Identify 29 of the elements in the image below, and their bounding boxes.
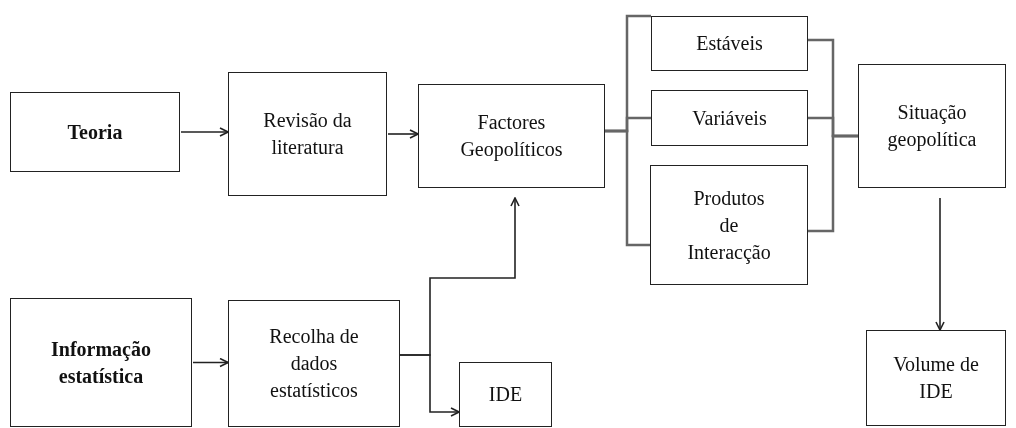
process-box (10, 298, 192, 427)
process-box (651, 16, 808, 71)
process-box (650, 165, 808, 285)
process-box (858, 64, 1006, 188)
box-label: Recolha de dados estatísticos (268, 324, 360, 403)
process-box (418, 84, 605, 188)
box-label: Variáveis (692, 105, 767, 131)
arrow (399, 354, 460, 417)
process-box (228, 72, 387, 196)
box-label: IDE (488, 382, 523, 407)
box-label: Teoria (67, 119, 123, 145)
arrow (387, 129, 419, 139)
box-label: Volume de IDE (892, 352, 980, 404)
box-label: Situação geopolítica (886, 100, 978, 153)
box-label: Revisão da literatura (262, 108, 353, 160)
process-box (459, 362, 552, 427)
arrow (192, 357, 229, 368)
process-box (651, 90, 808, 146)
box-label: Produtos de Interacção (687, 185, 771, 266)
box-label: Factores Geopolíticos (459, 110, 564, 163)
arrow (935, 197, 945, 331)
process-box (866, 330, 1006, 426)
connector-line (808, 134, 858, 233)
connector-line (605, 129, 650, 247)
process-box (228, 300, 400, 427)
arrow (180, 127, 229, 137)
process-box (10, 92, 180, 172)
box-label: Informação estatística (50, 336, 152, 389)
box-label: Estáveis (696, 31, 763, 56)
